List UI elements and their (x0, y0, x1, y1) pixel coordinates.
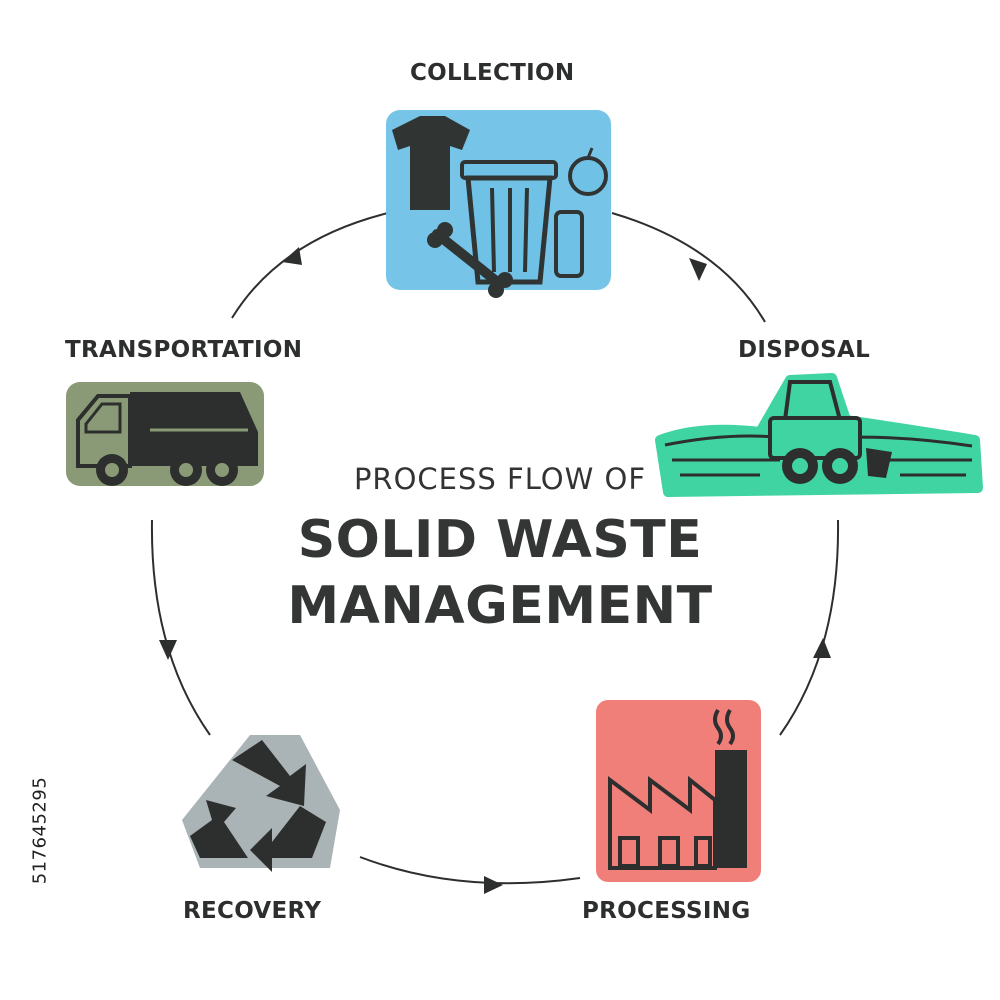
stage-label-collection: COLLECTION (410, 60, 575, 86)
diagram-title-line1: SOLID WASTE (297, 510, 703, 570)
recycle-icon (182, 735, 340, 872)
arrow-processing-to-disposal (779, 519, 840, 736)
factory-icon (596, 700, 761, 882)
arrowhead (159, 640, 177, 660)
stock-id: 517645295 (29, 776, 51, 885)
arrow-transportation-to-recovery (150, 519, 211, 736)
arrowhead (689, 258, 707, 281)
bulldozer-landfill-icon (655, 373, 983, 497)
arrow-collection-to-transportation (231, 212, 389, 319)
stage-label-processing: PROCESSING (582, 898, 751, 924)
diagram-subtitle: PROCESS FLOW OF (353, 462, 647, 496)
garbage-truck-icon (66, 382, 264, 486)
arrow-disposal-to-collection (611, 212, 766, 323)
arrow-recovery-to-processing (359, 856, 581, 885)
stage-label-disposal: DISPOSAL (738, 337, 871, 363)
arrowhead (282, 247, 302, 265)
diagram-title-line2: MANAGEMENT (287, 576, 713, 636)
stage-label-transportation: TRANSPORTATION (65, 337, 303, 363)
arrowheads (159, 247, 831, 894)
cycle-arrows (150, 212, 840, 885)
arrowhead (813, 638, 831, 658)
arrowhead (484, 876, 503, 894)
trash-can-icon (386, 110, 611, 298)
stage-label-recovery: RECOVERY (183, 898, 322, 924)
